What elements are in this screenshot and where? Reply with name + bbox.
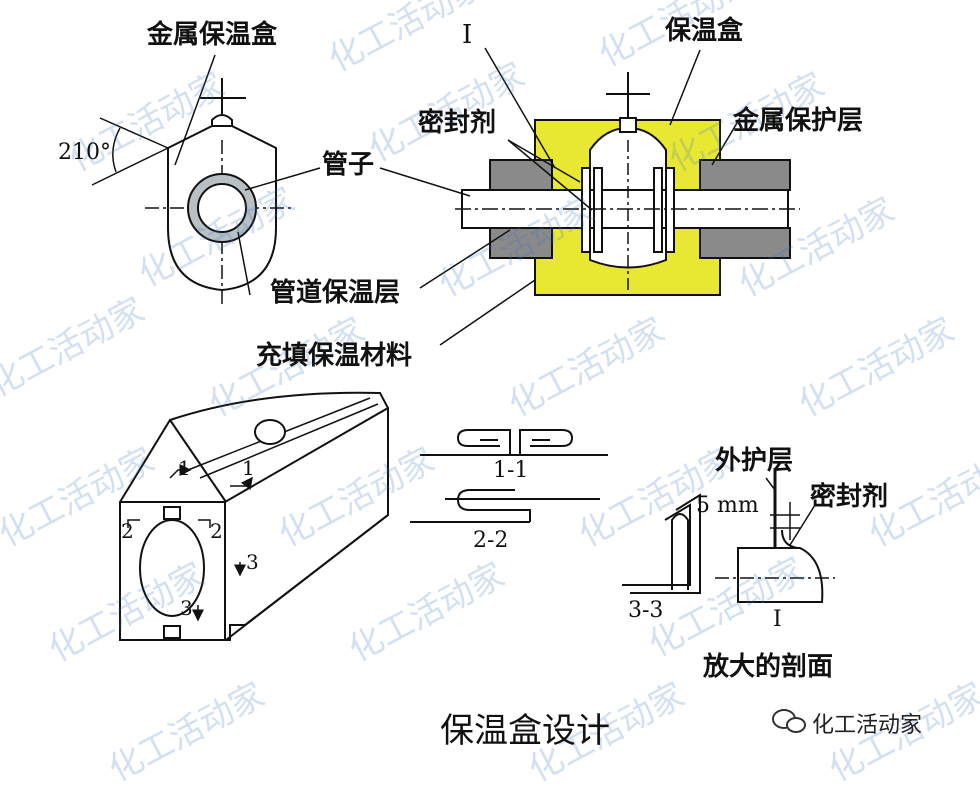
label-metal-box: 金属保温盒 bbox=[147, 20, 278, 50]
diagram-title: 保温盒设计 bbox=[440, 711, 610, 751]
label-metal-protective: 金属保护层 bbox=[733, 106, 864, 136]
side-view bbox=[455, 72, 800, 296]
callout-2a: 2 bbox=[121, 519, 134, 543]
label-box: 保温盒 bbox=[665, 16, 744, 46]
label-pipe: 管子 bbox=[322, 150, 375, 180]
label-enlarged: 放大的剖面 bbox=[703, 652, 834, 682]
label-5mm: 5 mm bbox=[696, 493, 759, 518]
diagram-drawing bbox=[91, 47, 835, 733]
label-pipe-insulation: 管道保温层 bbox=[270, 278, 401, 308]
callout-1b: 1 bbox=[242, 456, 255, 480]
enlarged-section bbox=[715, 470, 835, 603]
callout-3b: 3 bbox=[180, 596, 193, 620]
brand-icon-spacer bbox=[770, 710, 804, 736]
label-section-3-3: 3-3 bbox=[628, 598, 664, 623]
seam-2-2 bbox=[410, 489, 600, 523]
label-angle: 210° bbox=[58, 140, 111, 165]
callout-1a: 1 bbox=[178, 456, 191, 480]
label-sealant-2: 密封剂 bbox=[810, 482, 889, 512]
label-section-1-1: 1-1 bbox=[493, 458, 529, 483]
seam-1-1 bbox=[420, 429, 608, 456]
section-marks bbox=[127, 464, 253, 622]
label-sealant: 密封剂 bbox=[418, 108, 497, 138]
isometric-box bbox=[119, 391, 389, 641]
brand: 化工活动家 bbox=[770, 707, 922, 739]
callout-2b: 2 bbox=[210, 519, 223, 543]
seam-3-3 bbox=[622, 493, 701, 594]
label-roman-one: I bbox=[462, 20, 473, 50]
brand-text: 化工活动家 bbox=[812, 713, 923, 738]
label-roman-one-b: I bbox=[773, 607, 782, 632]
wechat-icon bbox=[772, 709, 806, 733]
label-fill-material: 充填保温材料 bbox=[256, 341, 413, 371]
label-section-2-2: 2-2 bbox=[473, 528, 509, 553]
label-outer-layer: 外护层 bbox=[715, 446, 794, 476]
callout-3a: 3 bbox=[246, 550, 259, 574]
front-view bbox=[91, 78, 295, 305]
leader-lines-top bbox=[174, 47, 741, 346]
